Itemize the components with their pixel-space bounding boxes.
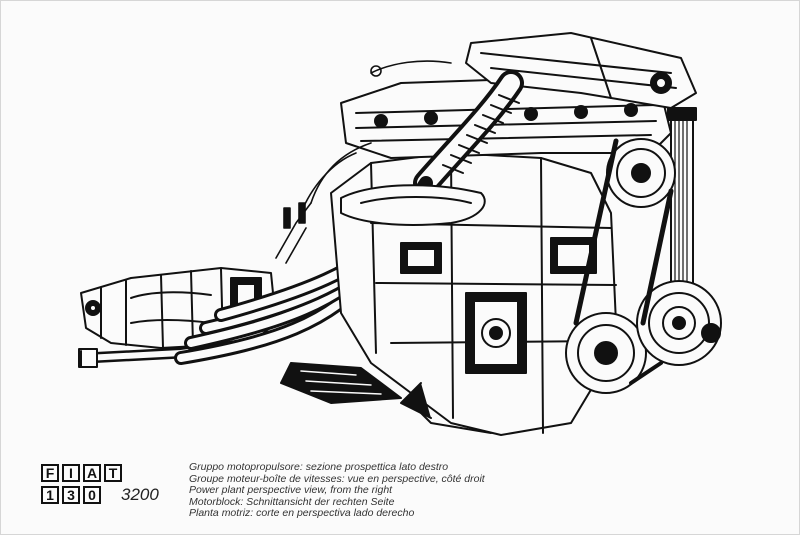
air-intake	[465, 32, 697, 109]
logo-letter: T	[104, 464, 122, 482]
caption-block: Gruppo motopropulsore: sezione prospetti…	[189, 461, 609, 520]
logo-digit: 0	[83, 486, 101, 504]
logo-letter: A	[83, 464, 101, 482]
logo-digit: 3	[62, 486, 80, 504]
caption-english: Power plant perspective view, from the r…	[189, 484, 393, 497]
logo-letter: I	[62, 464, 80, 482]
caption-french: Groupe moteur-boîte de vitesses: vue en …	[189, 472, 485, 485]
radiator	[667, 107, 697, 324]
logo-bottom-row: 1 3 0	[41, 486, 101, 504]
logo-top-row: F I A T	[41, 464, 122, 482]
caption-german: Motorblock: Schnittansicht der rechten S…	[189, 495, 395, 508]
valve-cover	[340, 184, 486, 226]
engine-illustration	[78, 32, 722, 436]
logo-digit: 1	[41, 486, 59, 504]
caption-italian: Gruppo motopropulsore: sezione prospetti…	[189, 461, 449, 473]
cylinder-heads	[340, 77, 672, 159]
caption-spanish: Planta motriz: corte en perspectiva lado…	[189, 507, 415, 520]
pulleys	[565, 138, 722, 394]
brand-logo: F I A T 1 3 0 3200	[41, 464, 191, 516]
wiring	[275, 60, 452, 264]
model-number: 3200	[121, 485, 159, 504]
logo-letter: F	[41, 464, 59, 482]
oil-pan	[280, 362, 402, 404]
